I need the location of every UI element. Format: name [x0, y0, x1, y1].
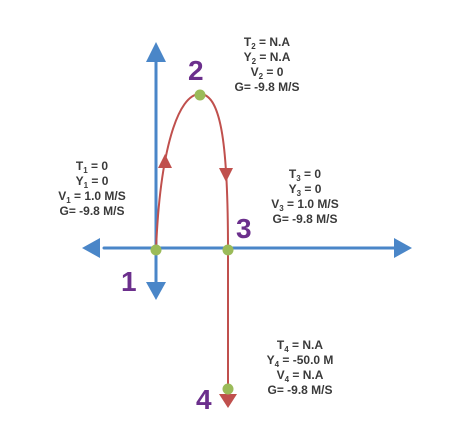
downward-arrow	[219, 168, 233, 182]
point-3-info: T3 = 0Y3 = 0V3 = 1.0 M/SG= -9.8 M/S	[271, 167, 339, 226]
end-arrow	[219, 394, 237, 408]
point-1-info-line: T1 = 0	[76, 159, 108, 175]
point-1-info-line: G= -9.8 M/S	[59, 204, 124, 218]
point-4-info-line: V4 = N.A	[277, 368, 324, 384]
x-axis-left-arrow	[82, 238, 100, 258]
point-1-info-line: V1 = 1.0 M/S	[58, 189, 126, 205]
point-4-info-line: G= -9.8 M/S	[267, 383, 332, 397]
point-1-info-line: Y1 = 0	[76, 174, 109, 190]
point-2-info-line: Y2 = N.A	[244, 50, 291, 66]
point-3-marker	[222, 244, 234, 256]
point-3-label: 3	[236, 213, 252, 244]
point-1-info: T1 = 0Y1 = 0V1 = 1.0 M/SG= -9.8 M/S	[58, 159, 126, 218]
point-4-marker	[222, 383, 234, 395]
point-1-marker	[150, 244, 162, 256]
point-1-label: 1	[121, 266, 137, 297]
point-2-marker	[194, 89, 206, 101]
y-axis-top-arrow	[146, 42, 166, 62]
upward-arrow	[158, 154, 172, 168]
point-4-info: T4 = N.AY4 = -50.0 MV4 = N.AG= -9.8 M/S	[267, 338, 334, 397]
point-4-info-line: Y4 = -50.0 M	[267, 353, 334, 369]
point-3-info-line: G= -9.8 M/S	[272, 212, 337, 226]
point-3-info-line: V3 = 1.0 M/S	[271, 197, 339, 213]
x-axis-right-arrow	[394, 238, 412, 258]
point-2-info-line: G= -9.8 M/S	[234, 80, 299, 94]
point-4-label: 4	[196, 384, 212, 415]
point-2-info-line: T2 = N.A	[244, 35, 290, 51]
point-2-info: T2 = N.AY2 = N.AV2 = 0G= -9.8 M/S	[234, 35, 299, 94]
point-numbers: 1 2 3 4	[121, 55, 252, 415]
point-2-info-line: V2 = 0	[251, 65, 284, 81]
trajectory-points	[150, 89, 234, 395]
point-2-label: 2	[188, 55, 204, 86]
y-axis-bottom-arrow	[146, 282, 166, 300]
point-3-info-line: T3 = 0	[289, 167, 321, 183]
trajectory-arc	[155, 92, 229, 396]
point-3-info-line: Y3 = 0	[289, 182, 322, 198]
point-4-info-line: T4 = N.A	[277, 338, 323, 354]
